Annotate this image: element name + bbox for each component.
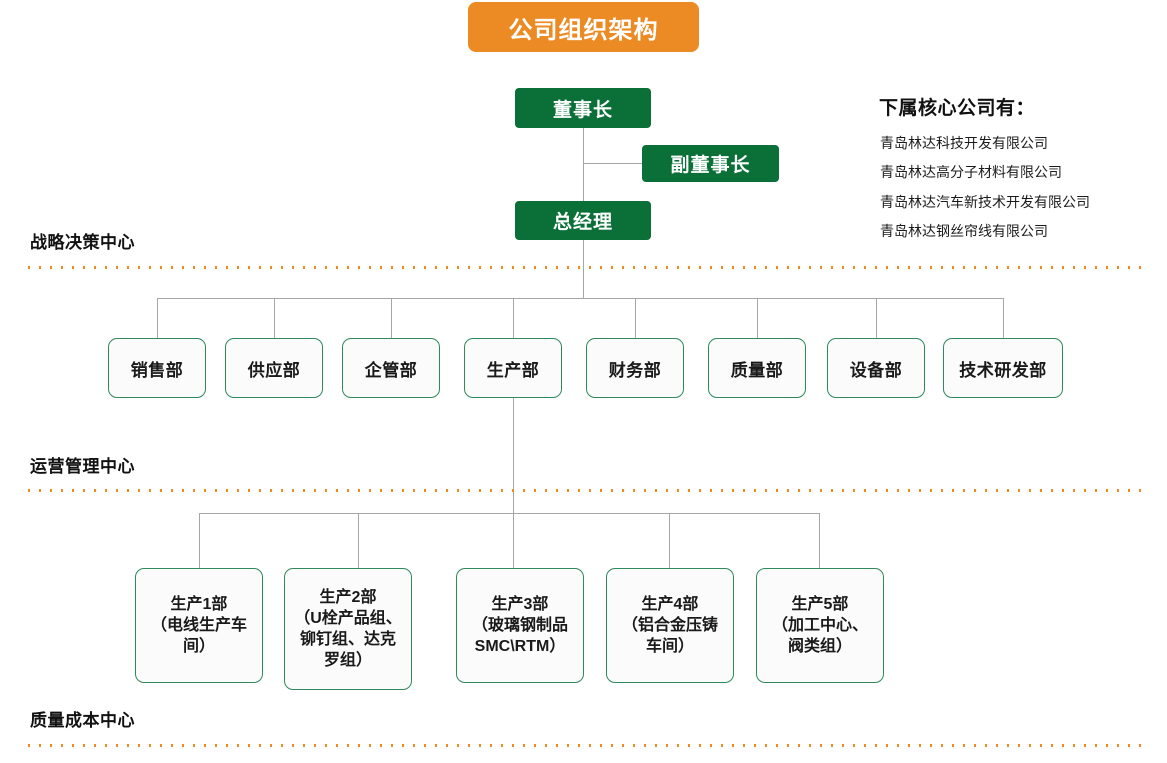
connector-bus-to-dept-8 (1003, 298, 1004, 340)
subsidiary-item: 青岛林达钢丝帘线有限公司 (880, 223, 1048, 239)
exec-box-general-manager[interactable]: 总经理 (515, 201, 651, 240)
dept-box-equipment[interactable]: 设备部 (827, 338, 925, 398)
connector-to-vice-chairman (583, 163, 644, 164)
zone-divider-operations (28, 489, 1148, 492)
connector-bus-to-dept-2 (274, 298, 275, 340)
connector-bus-to-prod-3 (513, 513, 514, 568)
zone-label-quality-cost: 质量成本中心 (30, 711, 135, 730)
production-horizontal-bus (199, 513, 819, 514)
production-unit-box-4[interactable]: 生产4部（铝合金压铸车间） (606, 568, 734, 683)
dept-box-quality[interactable]: 质量部 (708, 338, 806, 398)
subsidiary-item: 青岛林达高分子材料有限公司 (880, 164, 1062, 180)
production-unit-box-2[interactable]: 生产2部（U栓产品组、铆钉组、达克罗组） (284, 568, 412, 690)
connector-chairman-to-gm (583, 127, 584, 220)
zone-label-operations: 运营管理中心 (30, 457, 135, 476)
subsidiary-item: 青岛林达科技开发有限公司 (880, 135, 1048, 151)
page-title: 公司组织架构 (468, 2, 699, 52)
subsidiary-item: 青岛林达汽车新技术开发有限公司 (880, 194, 1090, 210)
dept-box-supply[interactable]: 供应部 (225, 338, 323, 398)
exec-box-chairman[interactable]: 董事长 (515, 88, 651, 128)
connector-bus-to-prod-1 (199, 513, 200, 568)
zone-divider-strategy (28, 266, 1148, 269)
zone-divider-quality-cost (28, 744, 1148, 747)
connector-bus-to-dept-4 (513, 298, 514, 340)
dept-box-sales[interactable]: 销售部 (108, 338, 206, 398)
dept-box-enterprise-mgmt[interactable]: 企管部 (342, 338, 440, 398)
dept-box-tech-rnd[interactable]: 技术研发部 (943, 338, 1063, 398)
dept-box-production[interactable]: 生产部 (464, 338, 562, 398)
dept-box-finance[interactable]: 财务部 (586, 338, 684, 398)
connector-bus-to-prod-5 (819, 513, 820, 568)
connector-bus-to-dept-5 (635, 298, 636, 340)
production-unit-box-5[interactable]: 生产5部（加工中心、阀类组） (756, 568, 884, 683)
connector-bus-to-dept-3 (391, 298, 392, 340)
zone-label-strategy: 战略决策中心 (30, 233, 135, 252)
connector-bus-to-prod-4 (669, 513, 670, 568)
exec-box-vice-chairman[interactable]: 副董事长 (642, 145, 779, 182)
connector-bus-to-dept-1 (157, 298, 158, 340)
subsidiaries-heading: 下属核心公司有： (879, 98, 1036, 119)
connector-gm-to-dept-bus (583, 240, 584, 298)
connector-bus-to-dept-6 (757, 298, 758, 340)
production-unit-box-1[interactable]: 生产1部（电线生产车间） (135, 568, 263, 683)
connector-production-to-prod-bus (513, 398, 514, 513)
connector-bus-to-dept-7 (876, 298, 877, 340)
dept-horizontal-bus (157, 298, 1004, 299)
connector-bus-to-prod-2 (358, 513, 359, 568)
